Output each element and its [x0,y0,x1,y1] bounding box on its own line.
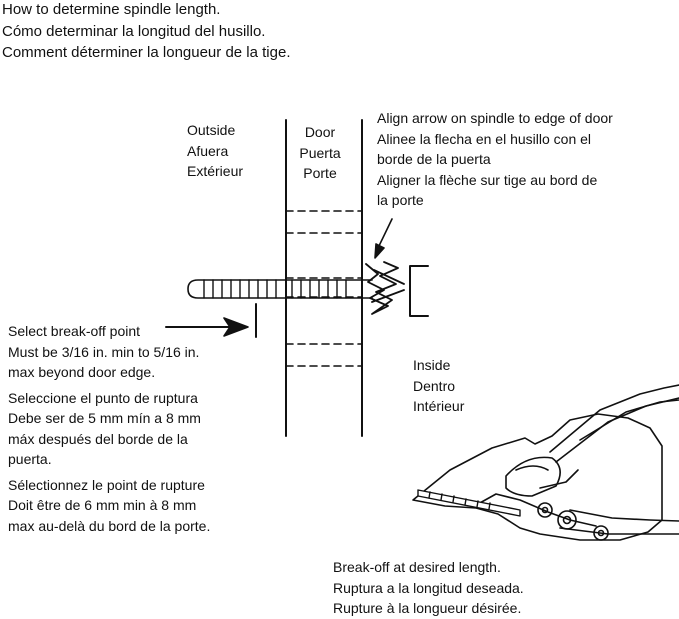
title-es: Cómo determinar la longitud del husillo. [2,22,266,40]
cutter-lower-handle [569,509,679,522]
spindle-spring [365,261,405,315]
cutter-pivot [557,510,577,530]
breakoff-note-es-3: máx después del borde de la [8,430,188,447]
breakoff-note-es-1: Seleccione el punto de ruptura [8,389,198,406]
cutter-caption-en: Break-off at desired length. [333,559,501,575]
align-note-es-1: Alinee la flecha en el husillo con el [377,130,592,147]
door-label: Door Puerta Porte [292,122,348,184]
align-note-fr-2: la porte [377,192,424,208]
spindle-body [187,279,373,299]
instruction-title: How to determine spindle length. Cómo de… [2,0,291,64]
door-label-fr: Porte [303,165,337,181]
breakoff-note-fr-3: max au-delà du bord de la porte. [8,517,211,534]
inside-label-es: Dentro [413,377,456,394]
title-fr: Comment déterminer la longueur de la tig… [2,44,291,61]
cutter-caption-es: Ruptura a la longitud deseada. [333,579,524,596]
outside-label: Outside Afuera Extérieur [187,120,243,182]
inside-label: Inside Dentro Intérieur [413,355,464,417]
breakoff-note-en-1: Select break-off point [8,323,141,339]
breakoff-note-fr-1: Sélectionnez le point de rupture [8,476,205,493]
align-note-es-2: borde de la puerta [377,151,491,167]
cutter-caption-fr: Rupture à la longueur désirée. [333,600,522,616]
breakoff-note-es-2: Debe ser de 5 mm mín a 8 mm [8,410,201,426]
inside-label-en: Inside [413,357,451,373]
align-arrow-indicator [374,218,393,259]
breakoff-point-note: Select break-off point Must be 3/16 in. … [8,321,210,536]
cutter-outline [412,413,663,541]
breakoff-note-en-2: Must be 3/16 in. min to 5/16 in. [8,343,200,360]
door-label-es: Puerta [299,144,341,161]
inside-label-fr: Intérieur [413,398,465,414]
door-label-en: Door [304,124,336,140]
breakoff-note-es-4: puerta. [8,451,52,467]
door-hidden-bore-lines [285,210,363,367]
align-note-en: Align arrow on spindle to edge of door [377,110,613,126]
cutter-upper-handle [549,384,679,453]
spindle-break-grooves [203,279,347,299]
cutter-spindle-in-jaws [417,489,521,517]
breakoff-point-arrow [165,303,257,338]
outside-label-es: Afuera [187,142,229,159]
breakoff-note-en-3: max beyond door edge. [8,364,156,380]
title-en: How to determine spindle length. [2,1,221,18]
spindle [187,279,373,299]
align-note-fr-1: Aligner la flèche sur tige au bord de [377,171,598,188]
cutter-caption: Break-off at desired length. Ruptura a l… [333,557,524,619]
outside-label-en: Outside [187,122,236,138]
cutter-pliers-illustration [412,384,679,541]
outside-label-fr: Extérieur [187,163,244,179]
spindle-end-cap [409,265,429,317]
cutter-jaw [505,456,561,497]
breakoff-note-fr-2: Doit être de 6 mm min à 8 mm [8,497,197,513]
door-cross-section [285,119,363,437]
align-arrow-note: Align arrow on spindle to edge of door A… [377,108,613,211]
